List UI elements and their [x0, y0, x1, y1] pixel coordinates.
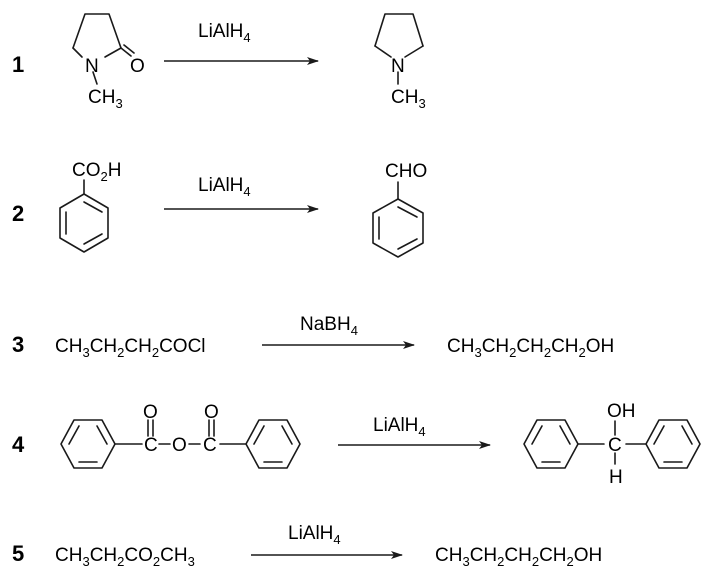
- carbon-label: C: [608, 435, 622, 456]
- reaction-number: 3: [12, 332, 24, 357]
- nitrogen-label: N: [85, 56, 99, 77]
- reaction-5: 5 CH3CH2CO2CH3 LiAlH4 CH3CH2CH2CH2OH: [12, 523, 602, 569]
- hydroxyl-label: OH: [607, 401, 636, 422]
- reaction-number: 4: [12, 432, 25, 457]
- reagent-1: LiAlH4: [198, 21, 251, 45]
- reaction-4: 4 O C O O C: [12, 401, 701, 488]
- product-3-formula: CH3CH2CH2CH2OH: [447, 336, 614, 360]
- product-2-structure: CHO: [372, 161, 427, 258]
- reaction-2: 2 CO2H LiAlH4 CHO: [12, 160, 427, 258]
- product-1-structure: N CH3: [374, 13, 426, 111]
- reagent-3: NaBH4: [300, 314, 358, 338]
- oxygen-label: O: [172, 435, 187, 456]
- reagent-4: LiAlH4: [373, 415, 426, 439]
- methyl-label: CH3: [391, 87, 426, 111]
- oxygen-label: O: [130, 56, 145, 77]
- reagent-2: LiAlH4: [198, 175, 251, 199]
- oxygen-label: O: [143, 402, 158, 423]
- methyl-label: CH3: [88, 87, 123, 111]
- reactant-4-structure: O C O O C: [60, 402, 301, 469]
- carbon-label: C: [144, 435, 158, 456]
- reagent-5: LiAlH4: [288, 523, 341, 547]
- carbon-label: C: [203, 435, 217, 456]
- reactant-1-structure: N O CH3: [72, 13, 145, 111]
- reactant-2-structure: CO2H: [59, 160, 121, 253]
- aldehyde-label: CHO: [385, 161, 427, 182]
- reaction-number: 2: [12, 201, 24, 226]
- reaction-number: 1: [12, 52, 24, 77]
- reactant-3-formula: CH3CH2CH2COCl: [55, 336, 206, 360]
- reactant-5-formula: CH3CH2CO2CH3: [55, 545, 195, 569]
- reaction-number: 5: [12, 541, 24, 566]
- carboxyl-label: CO2H: [72, 160, 121, 184]
- reaction-3: 3 CH3CH2CH2COCl NaBH4 CH3CH2CH2CH2OH: [12, 314, 614, 360]
- nitrogen-label: N: [391, 56, 405, 77]
- product-5-formula: CH3CH2CH2CH2OH: [435, 545, 602, 569]
- reaction-1: 1 N O CH3 LiAlH4 N CH3: [12, 13, 426, 111]
- oxygen-label: O: [204, 402, 219, 423]
- hydrogen-label: H: [609, 467, 623, 488]
- product-4-structure: OH C H: [523, 401, 701, 488]
